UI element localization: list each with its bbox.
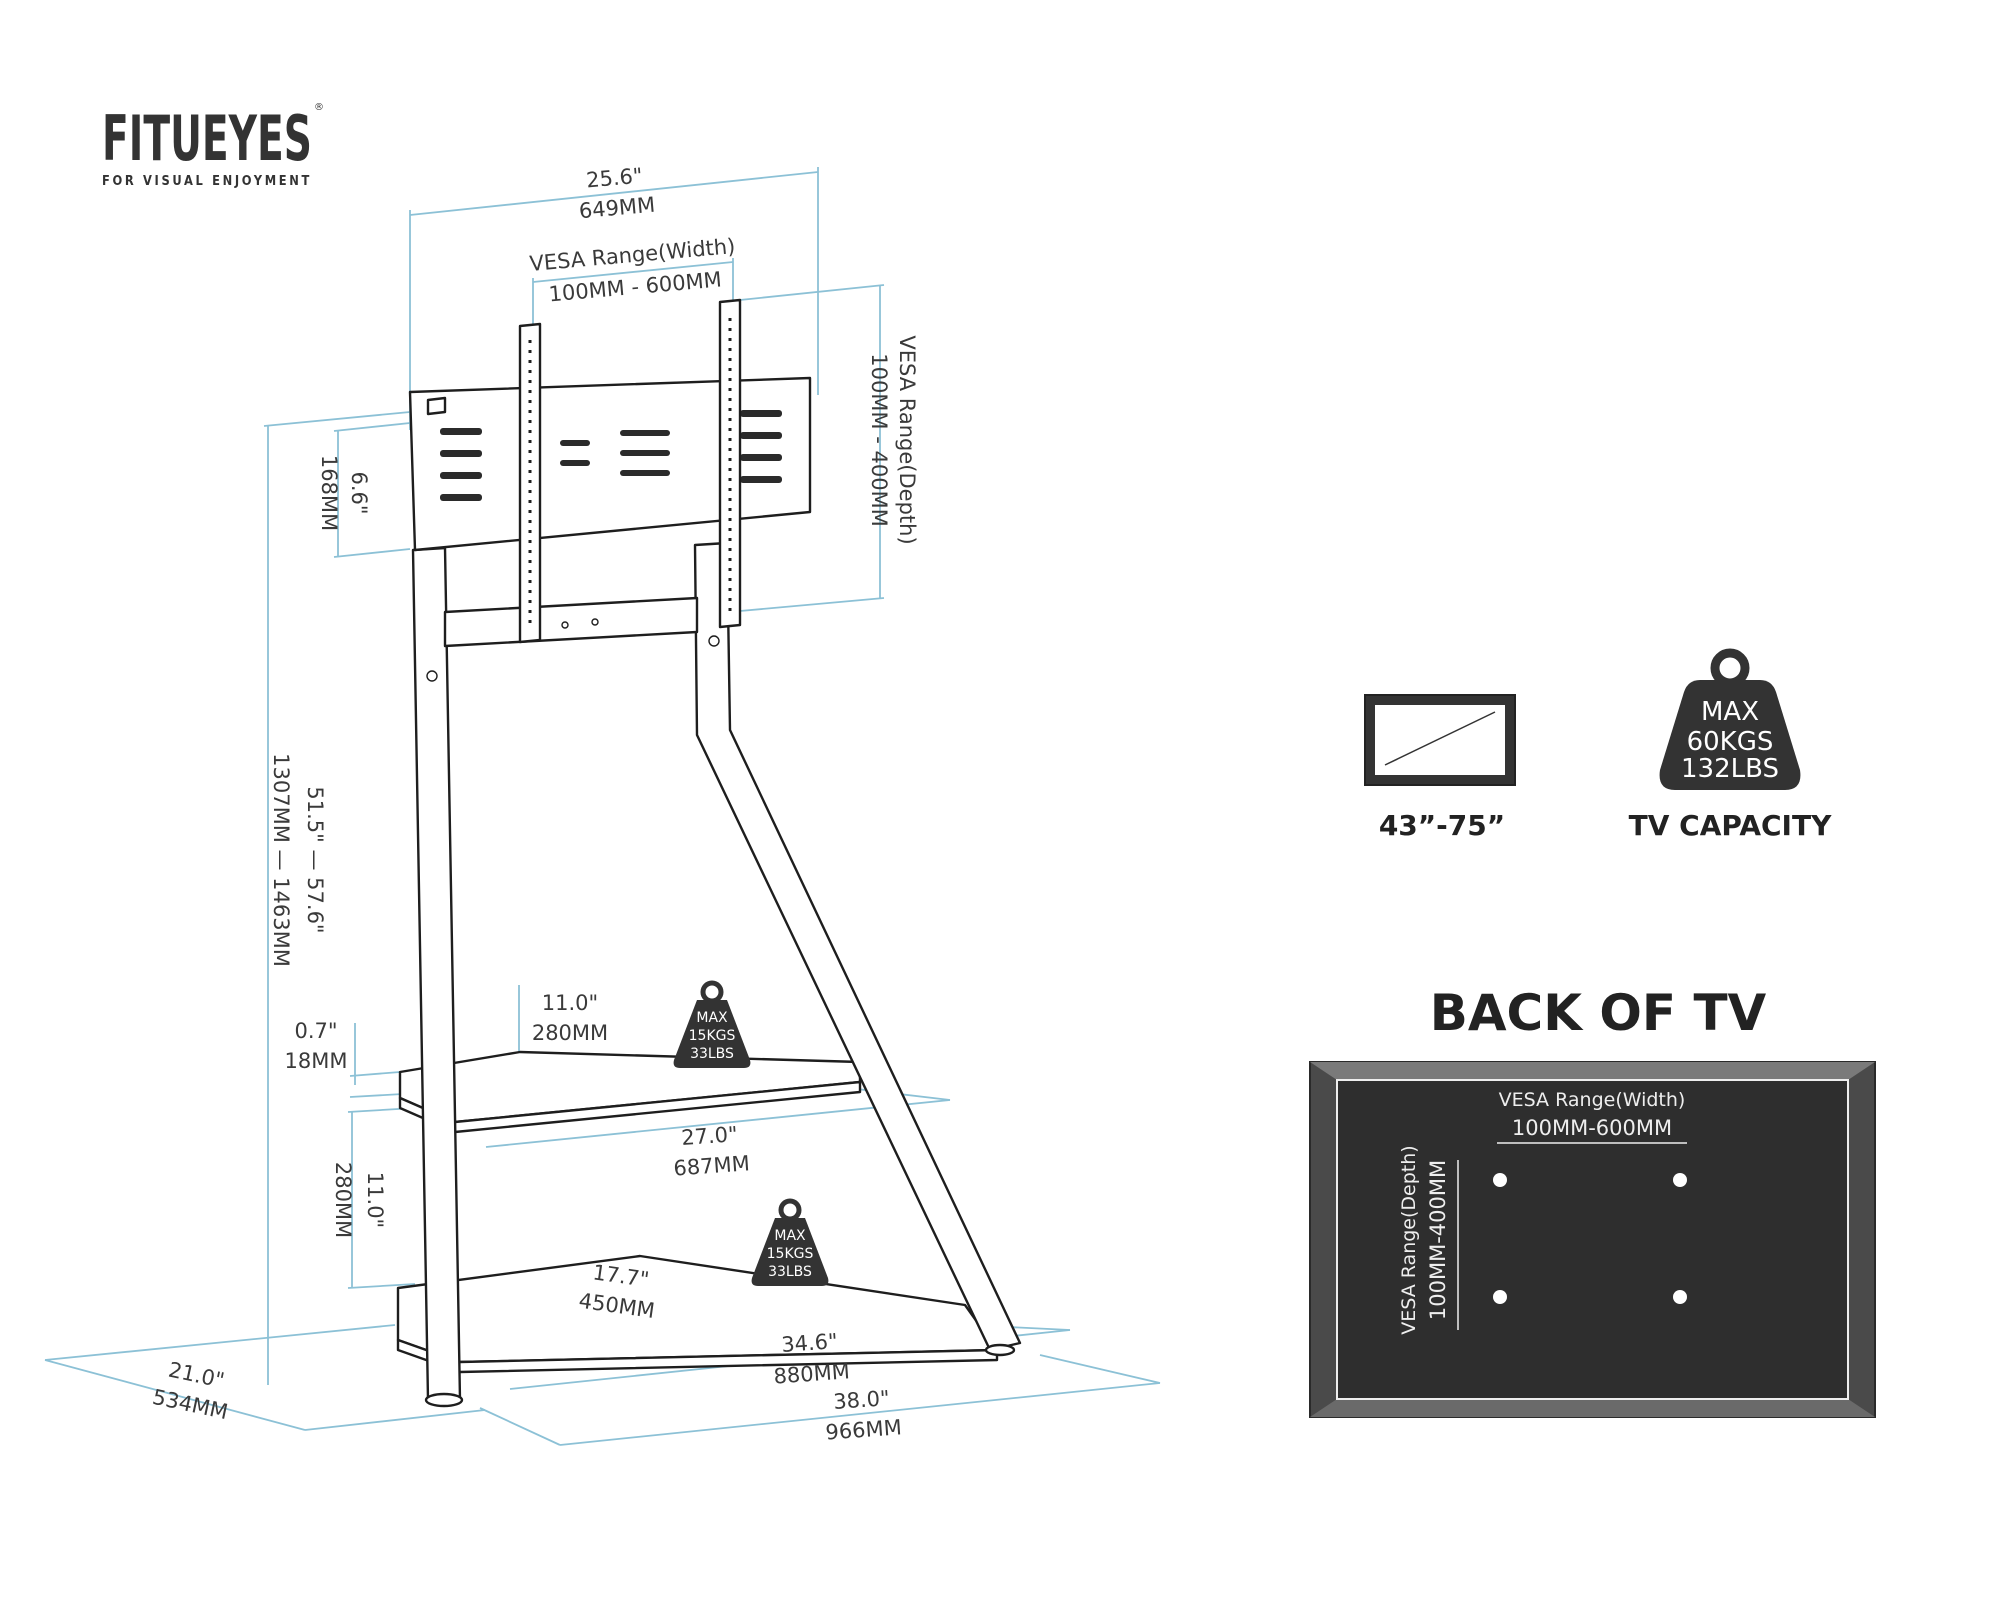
back-vesa-width-value: 100MM-600MM [1512,1116,1672,1140]
left-foot [424,1392,464,1408]
shelf-thickness-inch: 0.7" [294,1019,337,1043]
vesa-width-value: 100MM - 600MM [548,267,723,306]
base-width-inch: 38.0" [833,1386,891,1414]
upper-shelf-depth-inch: 11.0" [542,991,598,1015]
total-height-mm: 1307MM — 1463MM [269,753,293,967]
lower-shelf [396,1254,999,1364]
capacity-line3: 132LBS [1681,754,1779,784]
brand-logo: FITUEYES ® FOR VISUAL ENJOYMENT [102,102,324,189]
logo-brand: FITUEYES [102,102,312,175]
vesa-depth-value: 100MM - 400MM [867,353,891,527]
vesa-hole-bottom-right [1673,1290,1687,1304]
tv-capacity-spec: MAX 60KGS 132LBS TV CAPACITY [1629,648,1832,842]
right-vesa-bracket [718,298,742,629]
right-angled-leg [693,541,1022,1352]
back-vesa-depth-title: VESA Range(Depth) [1398,1145,1420,1334]
tv-stand-drawing [396,298,1022,1408]
dimension-lines [44,167,1161,1446]
shelf-thickness-mm: 18MM [285,1049,348,1073]
top-width-inch: 25.6" [585,164,643,193]
tv-size-label: 43”-75” [1379,809,1505,842]
plate-height-inch: 6.6" [347,471,371,514]
vesa-hole-bottom-left [1493,1290,1507,1304]
lower-shelf-weight-badge: MAX 15KGS 33LBS [751,1198,829,1286]
upper-badge-line3: 33LBS [690,1046,734,1062]
shelf-gap-mm: 280MM [331,1162,355,1238]
logo-tagline: FOR VISUAL ENJOYMENT [102,174,312,189]
capacity-line1: MAX [1701,697,1759,727]
upper-shelf-width-inch: 27.0" [681,1122,739,1150]
lower-badge-line2: 15KGS [767,1246,814,1262]
upper-badge-line1: MAX [696,1010,728,1026]
top-width-mm: 649MM [578,193,656,224]
lower-shelf-width-inch: 34.6" [781,1329,839,1357]
upper-shelf-width-mm: 687MM [673,1151,751,1180]
vesa-hole-top-left [1493,1173,1507,1187]
mounting-plate [408,376,812,552]
back-vesa-width-title: VESA Range(Width) [1499,1089,1686,1111]
tv-capacity-label: TV CAPACITY [1629,809,1832,842]
lower-badge-line3: 33LBS [768,1264,812,1280]
upper-shelf-depth-mm: 280MM [532,1021,608,1045]
lower-shelf-width-mm: 880MM [773,1359,851,1388]
plate-height-mm: 168MM [317,455,341,531]
weight-icon [1710,648,1750,688]
back-of-tv-title: BACK OF TV [1430,984,1767,1042]
base-depth-inch: 21.0" [166,1358,226,1393]
vesa-hole-top-right [1673,1173,1687,1187]
base-width-mm: 966MM [825,1415,903,1444]
total-height-inch: 51.5" — 57.6" [303,786,327,933]
vesa-depth-title: VESA Range(Depth) [895,335,919,544]
lower-badge-line1: MAX [774,1228,806,1244]
back-of-tv-panel: BACK OF TV VESA Range(Width) 100MM-600MM… [1309,984,1876,1418]
back-vesa-depth-value: 100MM-400MM [1426,1160,1450,1320]
shelf-gap-inch: 11.0" [363,1172,387,1228]
crossbar [443,596,699,648]
upper-badge-line2: 15KGS [689,1028,736,1044]
capacity-line2: 60KGS [1687,727,1774,757]
logo-registered-mark: ® [314,102,324,113]
right-foot [984,1343,1016,1357]
tv-size-spec: 43”-75” [1364,694,1516,842]
tv-back-panel [1336,1079,1849,1400]
upper-shelf-weight-badge: MAX 15KGS 33LBS [673,980,751,1068]
